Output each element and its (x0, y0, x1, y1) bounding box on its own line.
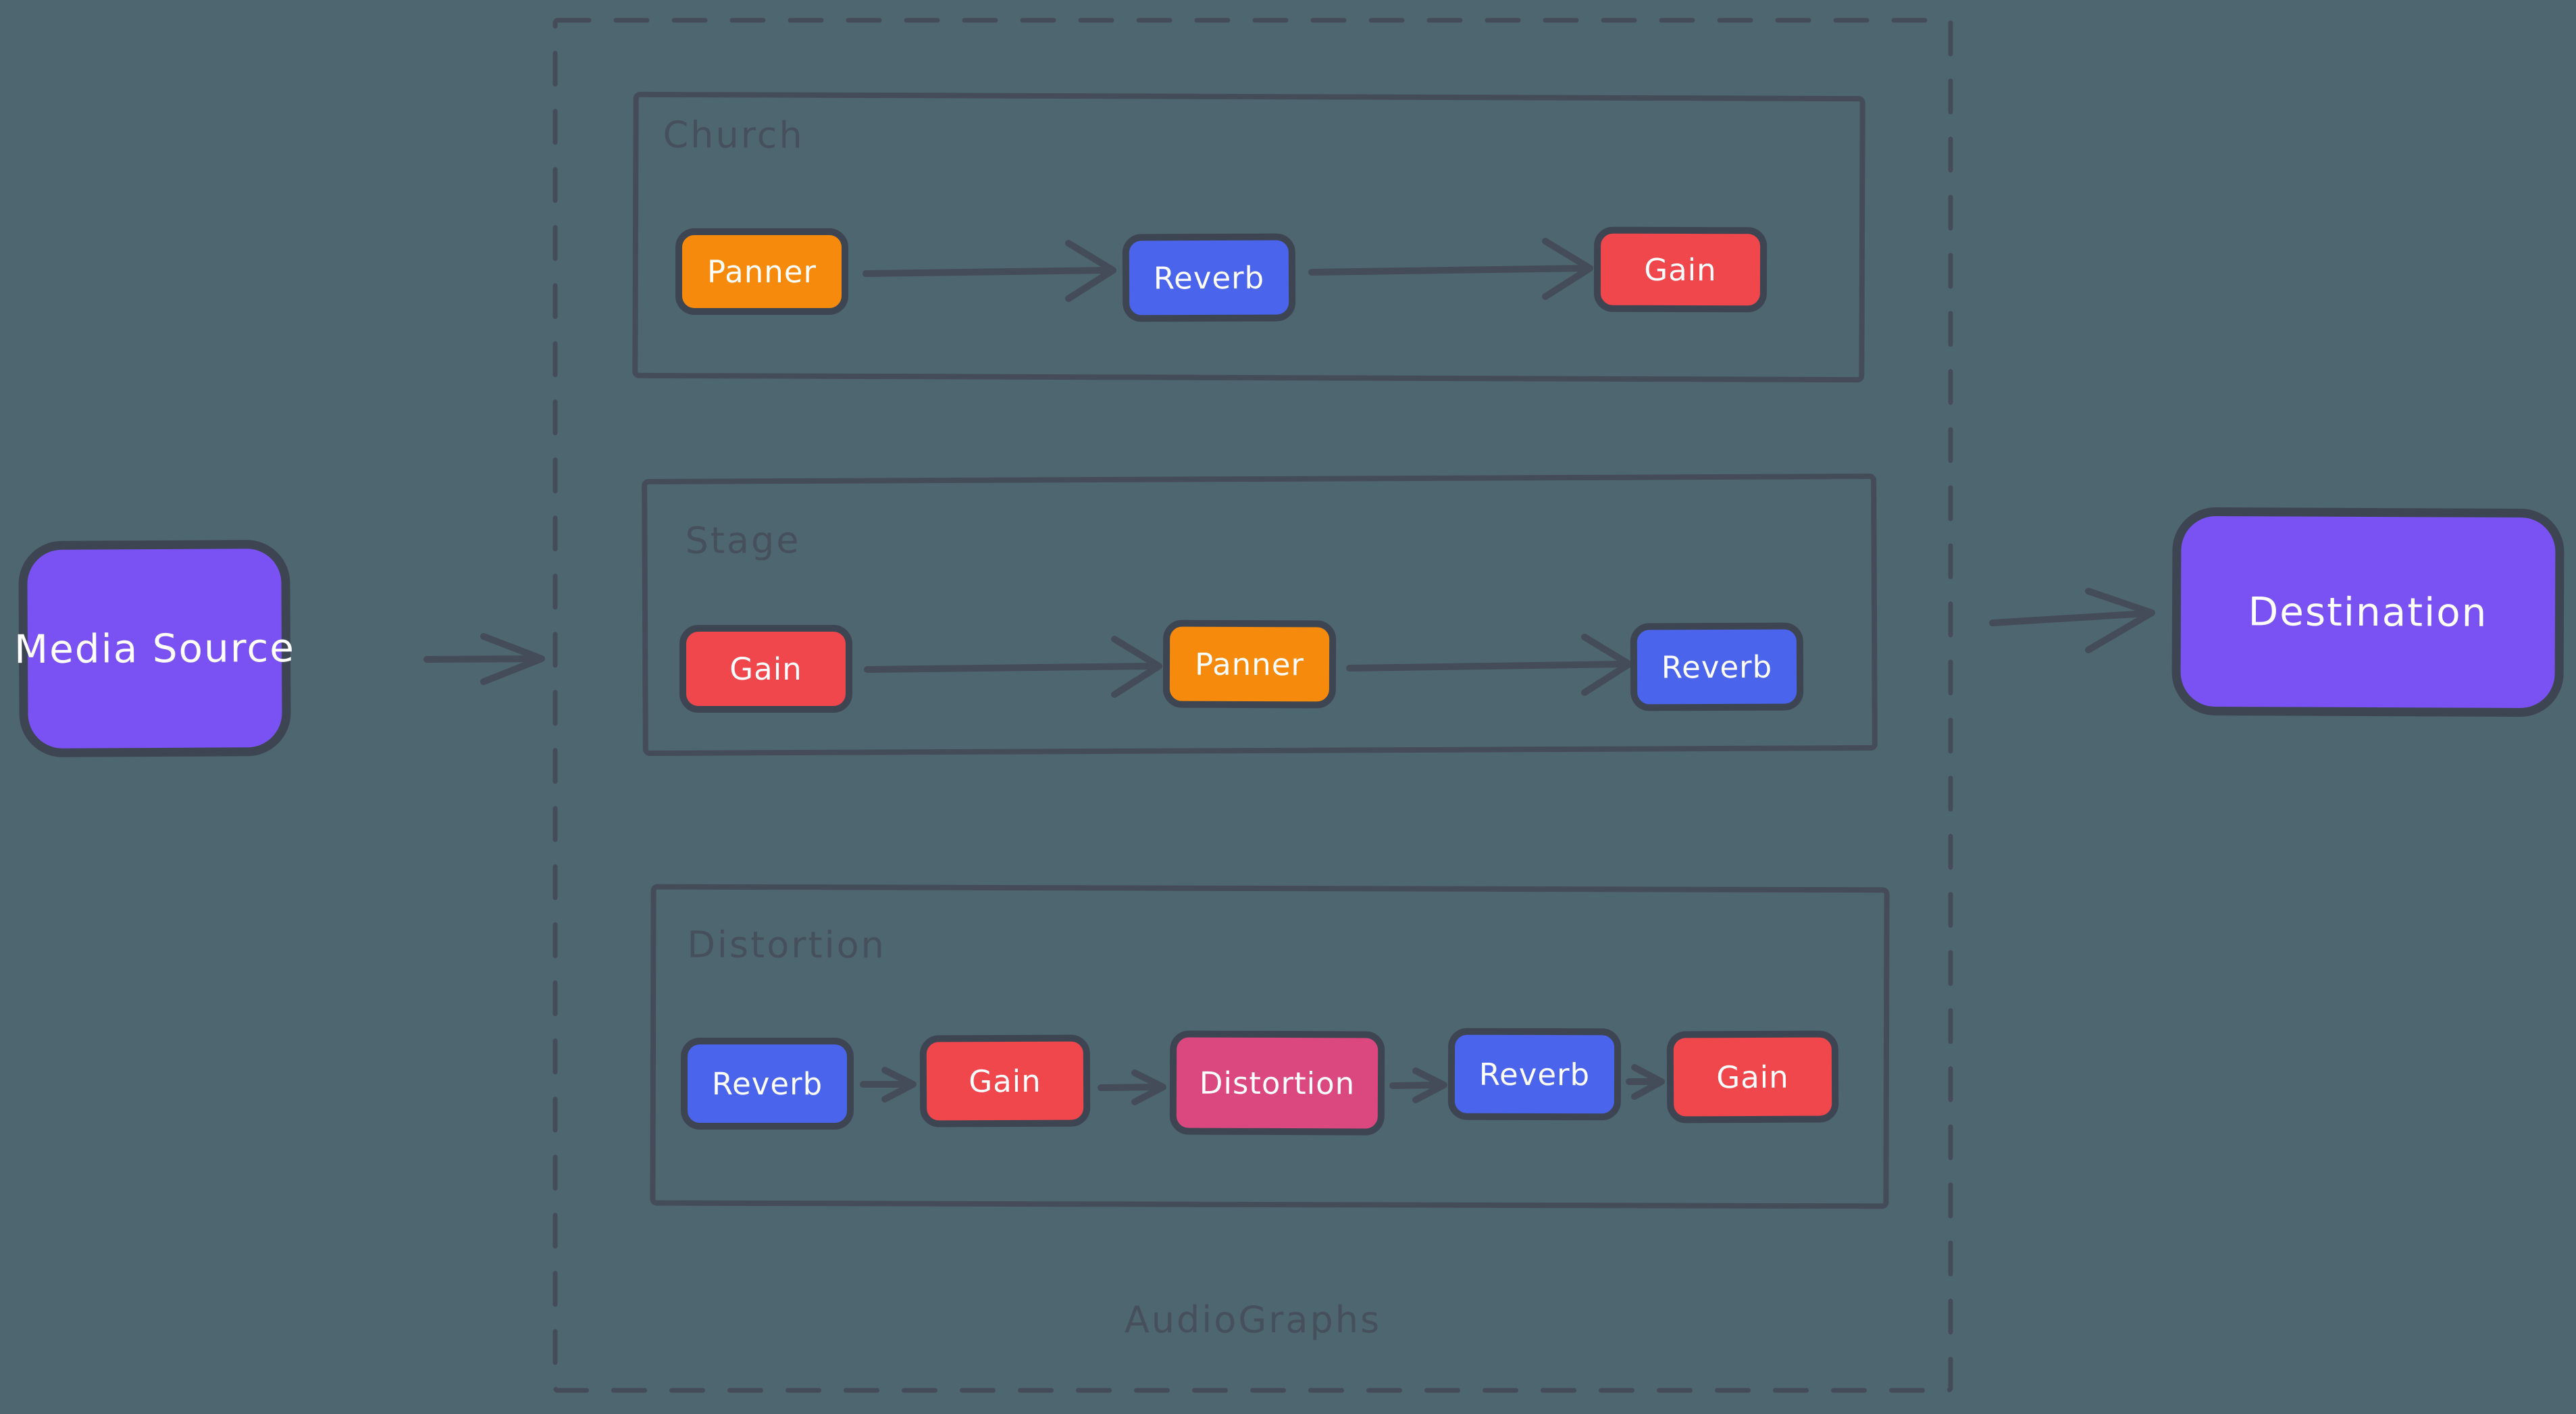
group-church-label: Church (663, 113, 804, 157)
node-stage-reverb: Reverb (1630, 622, 1804, 711)
arrowhead-source-to-container (480, 633, 545, 685)
audiographs-container-label: AudioGraphs (1124, 1298, 1382, 1341)
group-distortion-label: Distortion (687, 923, 887, 967)
node-distortion-reverb-2: Reverb (1447, 1028, 1622, 1121)
node-church-gain: Gain (1593, 226, 1768, 313)
node-distortion-reverb-1: Reverb (681, 1038, 854, 1130)
node-label: Reverb (1153, 259, 1265, 296)
node-distortion-gain-2: Gain (1666, 1030, 1839, 1123)
node-stage-panner: Panner (1162, 620, 1337, 709)
group-stage: Stage (642, 474, 1878, 756)
node-label: Gain (1644, 251, 1717, 288)
node-church-reverb: Reverb (1122, 233, 1296, 322)
node-label: Distortion (1199, 1065, 1356, 1101)
node-stage-gain: Gain (679, 625, 852, 713)
node-label: Reverb (1478, 1056, 1591, 1092)
node-label: Gain (969, 1063, 1041, 1099)
node-label: Gain (729, 651, 802, 687)
node-church-panner: Panner (675, 228, 848, 315)
node-destination: Destination (2171, 507, 2565, 717)
group-stage-label: Stage (685, 518, 801, 562)
arrow-container-to-destination (1989, 610, 2150, 626)
node-distortion-gain-1: Gain (919, 1034, 1091, 1128)
node-label: Reverb (1661, 649, 1773, 685)
node-label: Panner (707, 253, 817, 290)
node-label: Panner (1194, 646, 1305, 682)
node-label: Gain (1716, 1059, 1789, 1095)
node-media-source: Media Source (14, 539, 295, 758)
node-label: Reverb (711, 1065, 823, 1102)
destination-label: Destination (2248, 588, 2488, 636)
arrowhead-container-to-destination (2085, 588, 2155, 653)
media-source-label: Media Source (14, 624, 296, 673)
node-distortion-distortion: Distortion (1169, 1030, 1385, 1136)
